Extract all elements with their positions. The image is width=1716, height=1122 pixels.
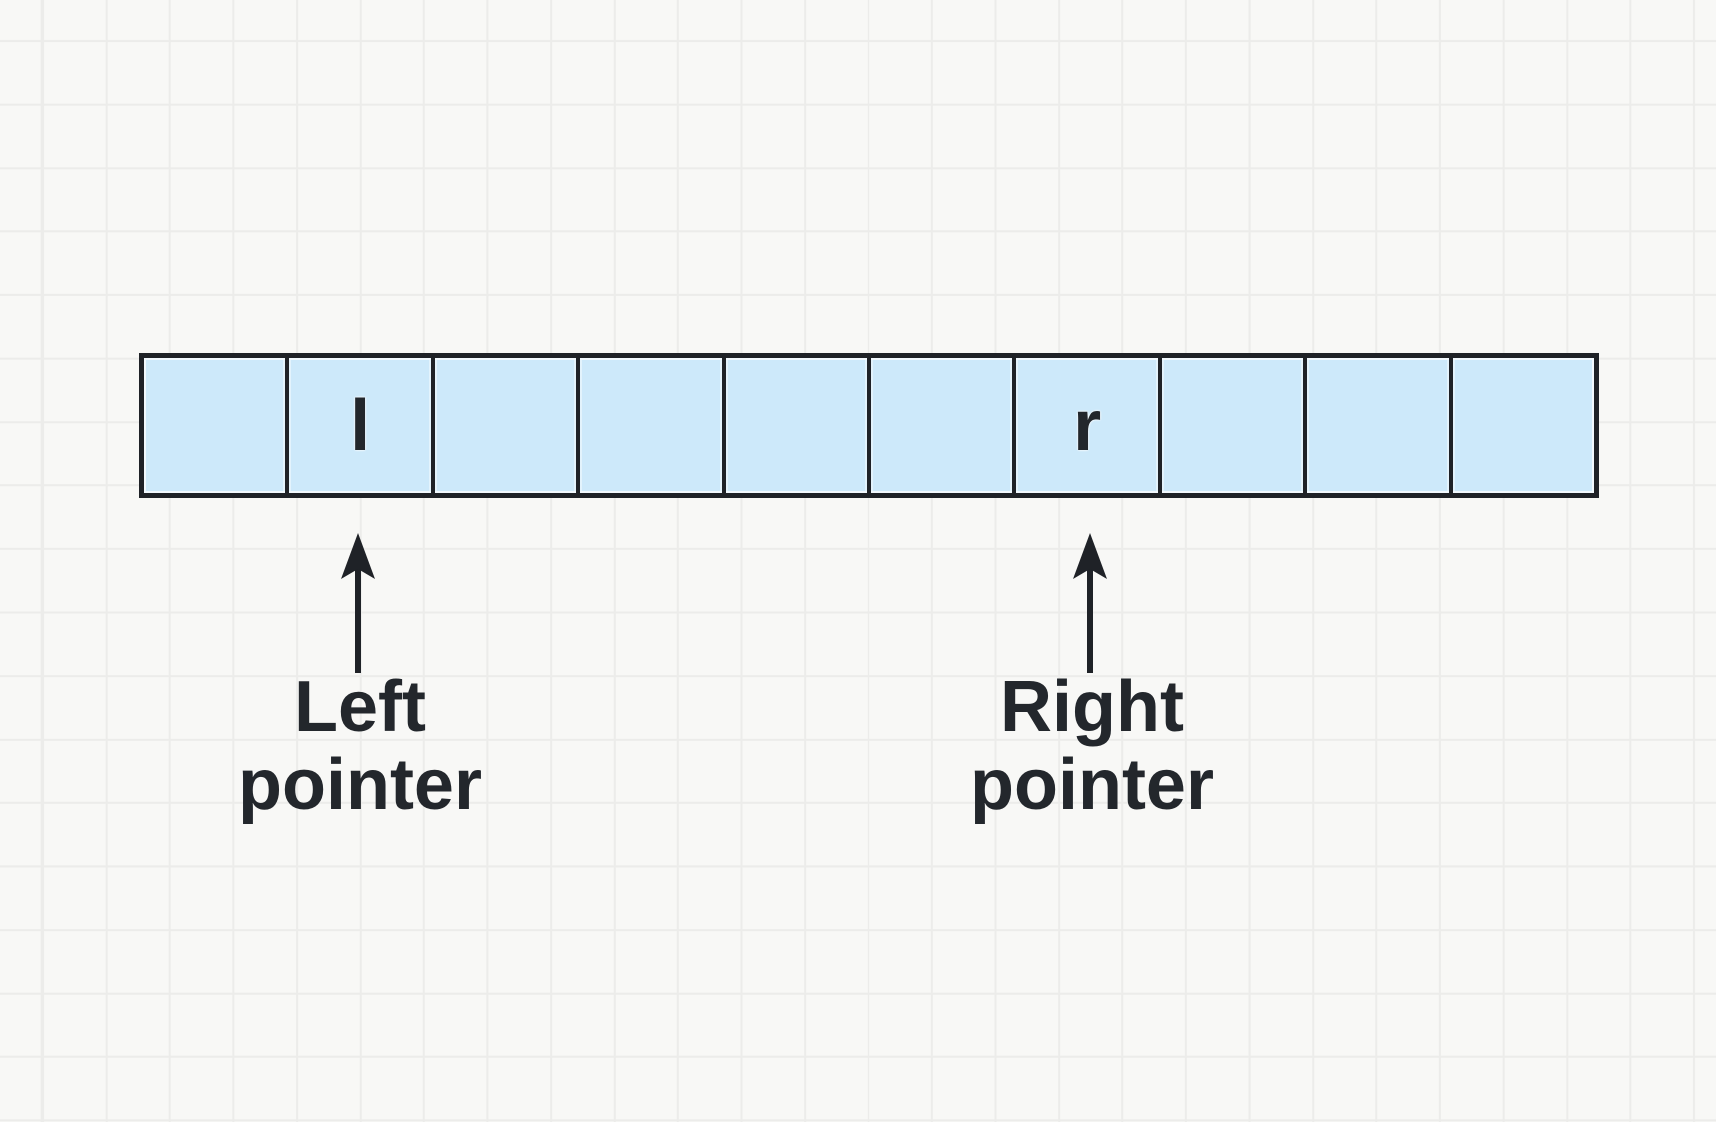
- right-pointer-label-line2: pointer: [970, 745, 1214, 825]
- right-pointer-label: Right pointer: [892, 668, 1292, 824]
- array-cell: [580, 358, 726, 493]
- array-cell: [1162, 358, 1308, 493]
- array-cell: [1307, 358, 1453, 493]
- array-cell: [144, 358, 290, 493]
- array-cell: [726, 358, 872, 493]
- cell-letter-l: l: [350, 385, 371, 466]
- right-pointer-label-line1: Right: [1000, 667, 1184, 747]
- cell-letter-r: r: [1073, 385, 1102, 466]
- array-cell: [871, 358, 1017, 493]
- array-cell-left-pointer: l: [289, 358, 435, 493]
- left-pointer-label-line1: Left: [294, 667, 426, 747]
- array-cell-right-pointer: r: [1016, 358, 1162, 493]
- right-pointer-up-arrow-icon: [1073, 533, 1107, 673]
- array-cell: [1453, 358, 1594, 493]
- left-pointer-label-line2: pointer: [238, 745, 482, 825]
- left-pointer-up-arrow-icon: [341, 533, 375, 673]
- array-cell: [435, 358, 581, 493]
- array: l r: [139, 353, 1599, 498]
- left-pointer-label: Left pointer: [160, 668, 560, 824]
